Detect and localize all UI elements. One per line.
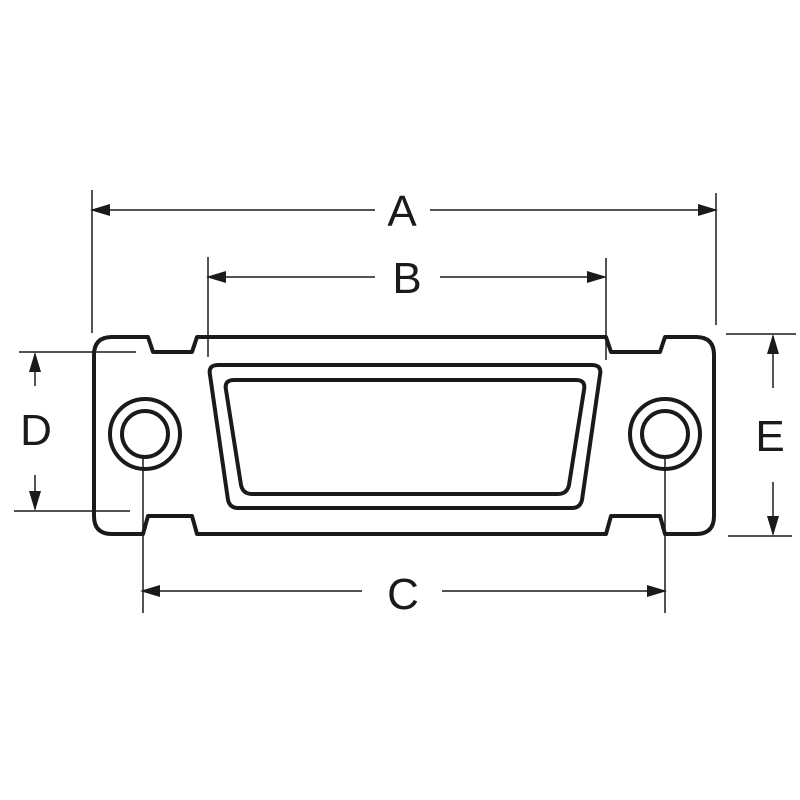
mounting-hole-right-inner [640,409,690,459]
dimension-label-b: B [392,254,422,303]
flange-body-outline [92,335,716,536]
arrow-down-icon [767,516,779,536]
dimension-e [726,333,796,537]
arrow-up-icon [767,334,779,354]
dimension-label-c: C [387,570,419,619]
mounting-hole-left-outer [108,397,182,471]
arrow-left-icon [140,585,160,597]
dimension-label-a: A [387,187,417,236]
arrow-right-icon [698,204,718,216]
cutout-inner-outline [223,378,587,496]
cutout-outer-outline [207,363,603,510]
mounting-hole-left-inner [120,409,170,459]
arrow-up-icon [29,352,41,372]
arrow-right-icon [647,585,667,597]
arrow-left-icon [90,204,110,216]
arrow-down-icon [29,491,41,511]
dimension-d [14,351,136,512]
arrow-left-icon [206,271,226,283]
dimension-a [90,190,718,333]
dimension-label-d: D [20,406,52,455]
dimension-label-e: E [755,412,785,461]
arrow-right-icon [587,271,607,283]
dimension-c [140,455,667,613]
dimension-b [206,257,607,360]
